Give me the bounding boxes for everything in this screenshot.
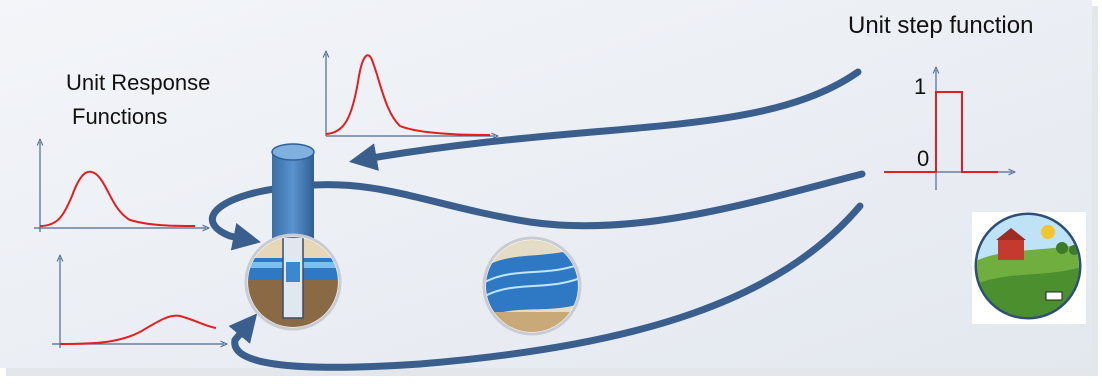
- arrow-step-to-well-middle: [208, 170, 866, 251]
- response-chart-left-upper: [34, 142, 206, 232]
- step-tick-low: 0: [917, 146, 930, 171]
- arrow-step-to-well-top: [348, 68, 862, 171]
- unit-step-curve: [884, 91, 998, 173]
- response-curve-left-upper: [39, 170, 196, 227]
- monitoring-well-icon: [244, 143, 342, 331]
- unit-step-chart: [884, 70, 1012, 190]
- farmland-icon: [972, 212, 1086, 324]
- arrow-step-to-well-bottom: [228, 202, 864, 371]
- response-functions-title-line2: Functions: [72, 104, 168, 129]
- response-curve-left-lower: [59, 314, 217, 345]
- response-chart-top: [326, 54, 495, 136]
- step-tick-high: 1: [914, 74, 927, 99]
- aquifer-flow-icon: [482, 236, 582, 336]
- response-curve-top: [325, 54, 491, 136]
- flow-arrows: [208, 68, 866, 371]
- unit-step-title: Unit step function: [848, 12, 1034, 39]
- response-functions-title-line1: Unit Response: [66, 70, 211, 95]
- response-chart-left-lower: [52, 258, 224, 348]
